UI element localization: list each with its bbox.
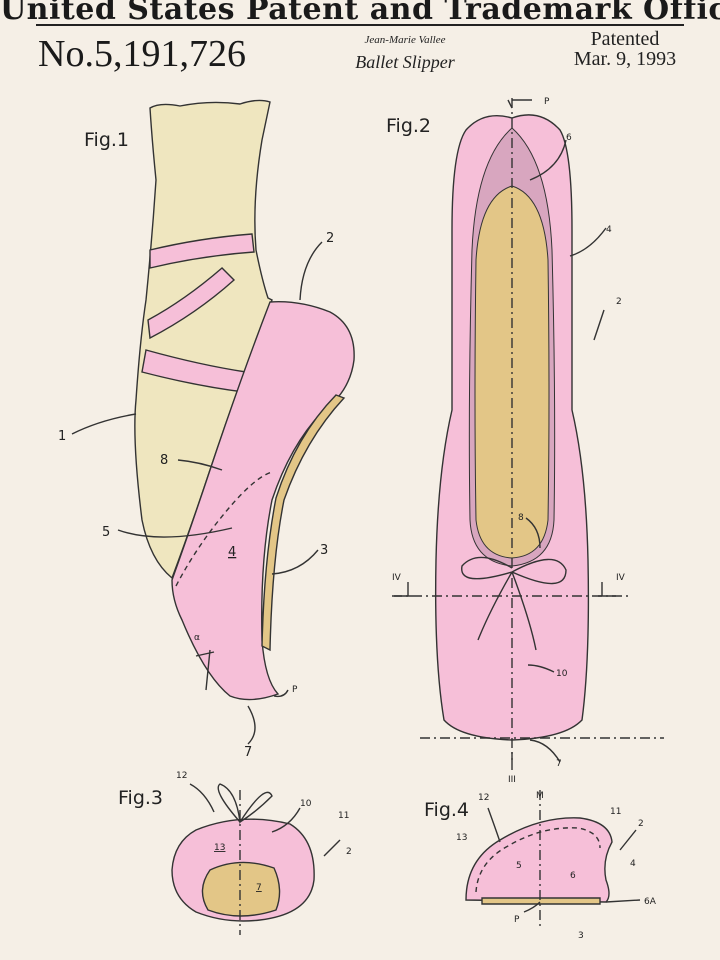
fig3-leader-12: [189, 783, 215, 813]
fig2-leader-2: [593, 309, 605, 341]
fig1-leader-8: [177, 459, 223, 471]
fig1-title: Fig.1: [84, 129, 129, 151]
fig1-ref-4: 4: [228, 545, 236, 560]
fig2-leader-10: [527, 664, 555, 673]
fig1-slipper: [171, 301, 355, 701]
fig1-ref-7: 7: [244, 745, 252, 760]
fig4-sole: [481, 897, 601, 905]
fig2-leader-4: [569, 227, 607, 257]
fig2-ref-iv-right: IV: [616, 573, 626, 583]
fig2-ref-10: 10: [556, 669, 568, 679]
fig4-ref-p: P: [514, 915, 520, 925]
fig4-inner-dash: [475, 827, 601, 893]
fig1-ref-5: 5: [102, 525, 110, 540]
patent-date: Mar. 9, 1993: [573, 48, 677, 70]
fig1-ref-3: 3: [320, 543, 328, 558]
fig4-ref-m: M: [536, 791, 544, 801]
fig4-labels: Fig.4 M 12 11 2 13 5 4 6 6A P 3: [424, 791, 657, 941]
fig2-ref-8: 8: [518, 513, 524, 523]
fig3-ref-13: 13: [214, 843, 225, 853]
fig4-leader-12: [487, 807, 501, 843]
fig2-ref-iii: III: [508, 775, 516, 785]
fig1-ribbon-upper: [149, 233, 255, 269]
fig1-leader-7: [247, 705, 256, 745]
fig1-ref-8: 8: [160, 453, 168, 468]
fig3-bow: [217, 783, 273, 824]
invention-title: Ballet Slipper: [355, 52, 455, 72]
fig4-title: Fig.4: [424, 799, 469, 821]
fig3-ref-7: 7: [256, 883, 262, 893]
fig2-drawing: [392, 98, 664, 770]
fig1-ribbon-cross: [147, 267, 236, 340]
header-title: United States Patent and Trademark Offic…: [0, 0, 720, 27]
fig3-leader-10: [271, 807, 301, 833]
fig2-section-line: [392, 595, 664, 739]
inventor-name: Jean-Marie Vallee: [364, 34, 446, 46]
fig2-marker-iv-right: [598, 582, 616, 597]
fig3-title: Fig.3: [118, 787, 163, 809]
fig3-labels: Fig.3 12 10 11 2 13 7: [118, 771, 352, 893]
fig2-bow: [461, 556, 567, 651]
fig1-drawing: [71, 99, 355, 745]
fig1-ref-1: 1: [58, 429, 66, 444]
fig2-ref-7: 7: [556, 759, 562, 769]
fig1-sole: [261, 394, 346, 652]
fig2-ref-4: 4: [606, 225, 612, 235]
fig3-drawing: [171, 783, 341, 935]
fig2-ref-iv-left: IV: [392, 573, 402, 583]
fig4-leader-2: [619, 829, 637, 851]
fig1-leader-2: [299, 241, 323, 301]
fig4-drawing: [465, 790, 641, 930]
fig1-leader-p: [273, 689, 289, 698]
fig1-labels: Fig.1 1 2 8 5 4 3 α P 7: [58, 129, 334, 760]
fig2-ref-p: P: [544, 97, 550, 107]
fig2-title: Fig.2: [386, 115, 431, 137]
fig4-ref-4: 4: [630, 859, 636, 869]
fig2-labels: Fig.2 P 6 4 2 8 IV IV 10 III 7: [386, 97, 626, 785]
fig1-angle-mark: [195, 649, 215, 691]
fig4-ref-2: 2: [638, 819, 644, 829]
fig4-leader-6a: [605, 899, 641, 903]
fig3-ref-12: 12: [176, 771, 187, 781]
fig1-leader-3: [271, 549, 319, 575]
fig2-ref-6: 6: [566, 133, 572, 143]
fig2-marker-iv-left: [394, 582, 412, 597]
fig4-ref-5: 5: [516, 861, 522, 871]
fig4-leader-p: [523, 901, 541, 913]
fig2-marker-p: [507, 99, 532, 109]
fig1-ref-2: 2: [326, 231, 334, 246]
fig2-leader-7: [529, 739, 561, 763]
fig4-ref-13: 13: [456, 833, 467, 843]
patent-number: No.5,191,726: [38, 33, 246, 75]
fig4-ref-3: 3: [578, 931, 584, 941]
fig1-leader-1: [71, 413, 137, 435]
fig3-insole: [201, 861, 281, 917]
fig3-leader-2: [323, 839, 341, 857]
fig3-ref-10: 10: [300, 799, 312, 809]
fig4-ref-6a: 6A: [644, 897, 657, 907]
fig2-ref-2: 2: [616, 297, 622, 307]
fig4-ref-6: 6: [570, 871, 576, 881]
fig4-section: [465, 817, 613, 903]
fig4-ref-11: 11: [610, 807, 621, 817]
fig4-ref-12: 12: [478, 793, 489, 803]
fig3-ref-2: 2: [346, 847, 352, 857]
fig1-ref-p: P: [292, 685, 298, 695]
header-rule: [36, 24, 684, 26]
fig1-ref-alpha: α: [194, 633, 200, 643]
fig2-leader-8: [525, 517, 541, 549]
patented-label: Patented: [590, 28, 660, 50]
fig1-inner-dash: [175, 471, 273, 587]
fig2-leader-6: [529, 139, 567, 181]
fig3-ref-11: 11: [338, 811, 349, 821]
fig1-leader-5: [117, 527, 233, 538]
